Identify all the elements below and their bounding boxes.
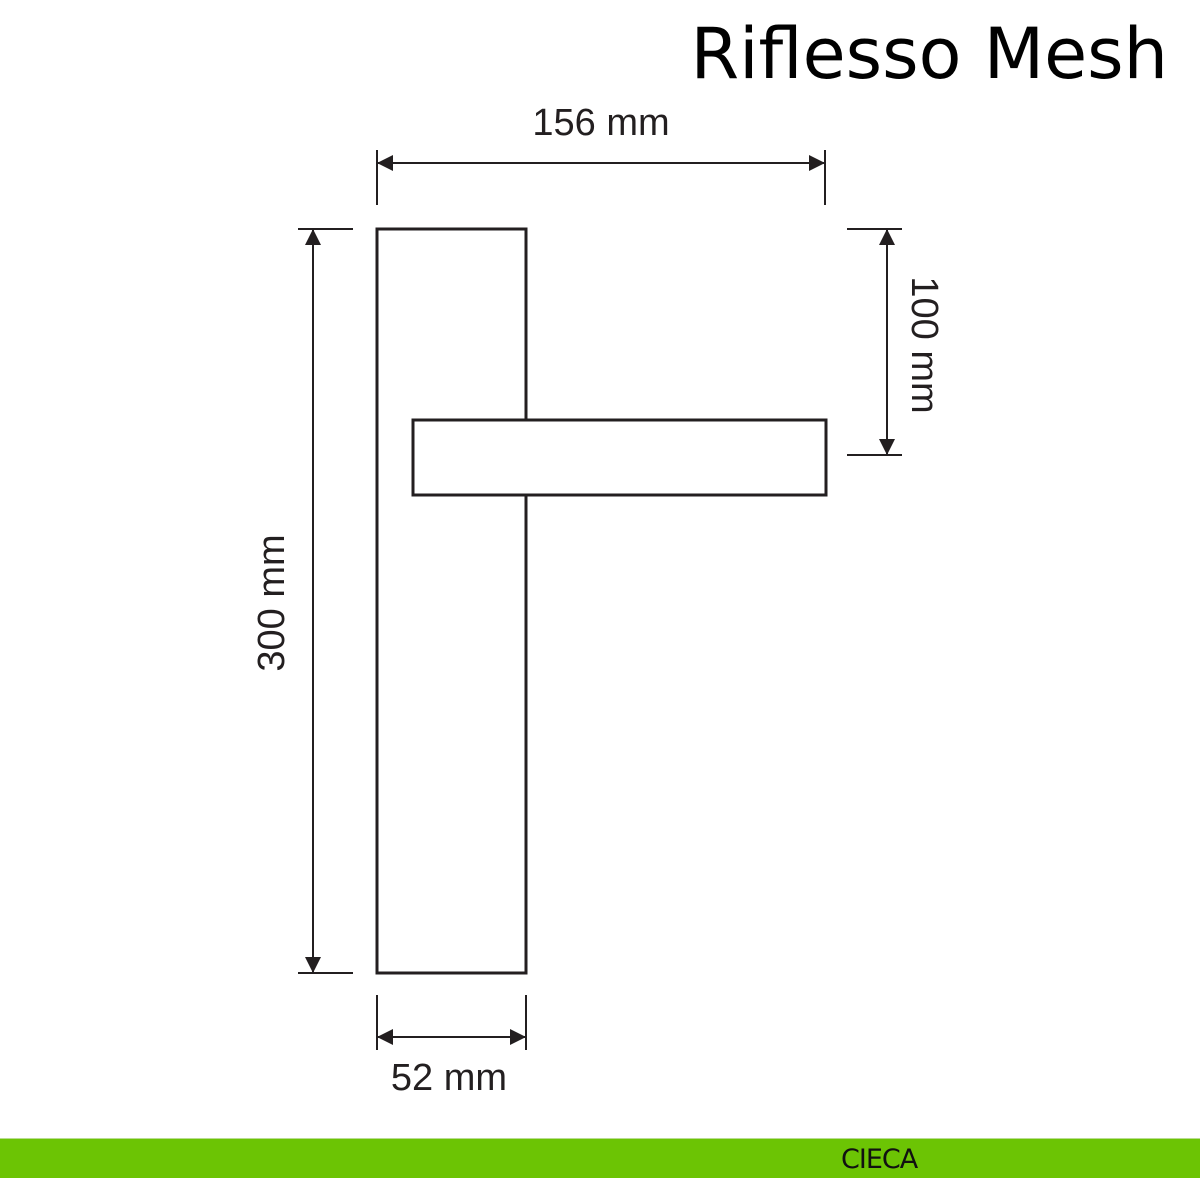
plate-width-label: 52 mm [391, 1057, 507, 1099]
height-label: 300 mm [251, 534, 293, 671]
product-title: Riflesso Mesh [690, 13, 1168, 95]
width-label: 156 mm [532, 102, 669, 144]
footer-bar: CIECA [0, 1138, 1200, 1178]
backplate [375, 227, 528, 975]
footer-label: CIECA [841, 1144, 918, 1175]
lever-height-label: 100 mm [903, 276, 945, 413]
lever [411, 418, 828, 497]
